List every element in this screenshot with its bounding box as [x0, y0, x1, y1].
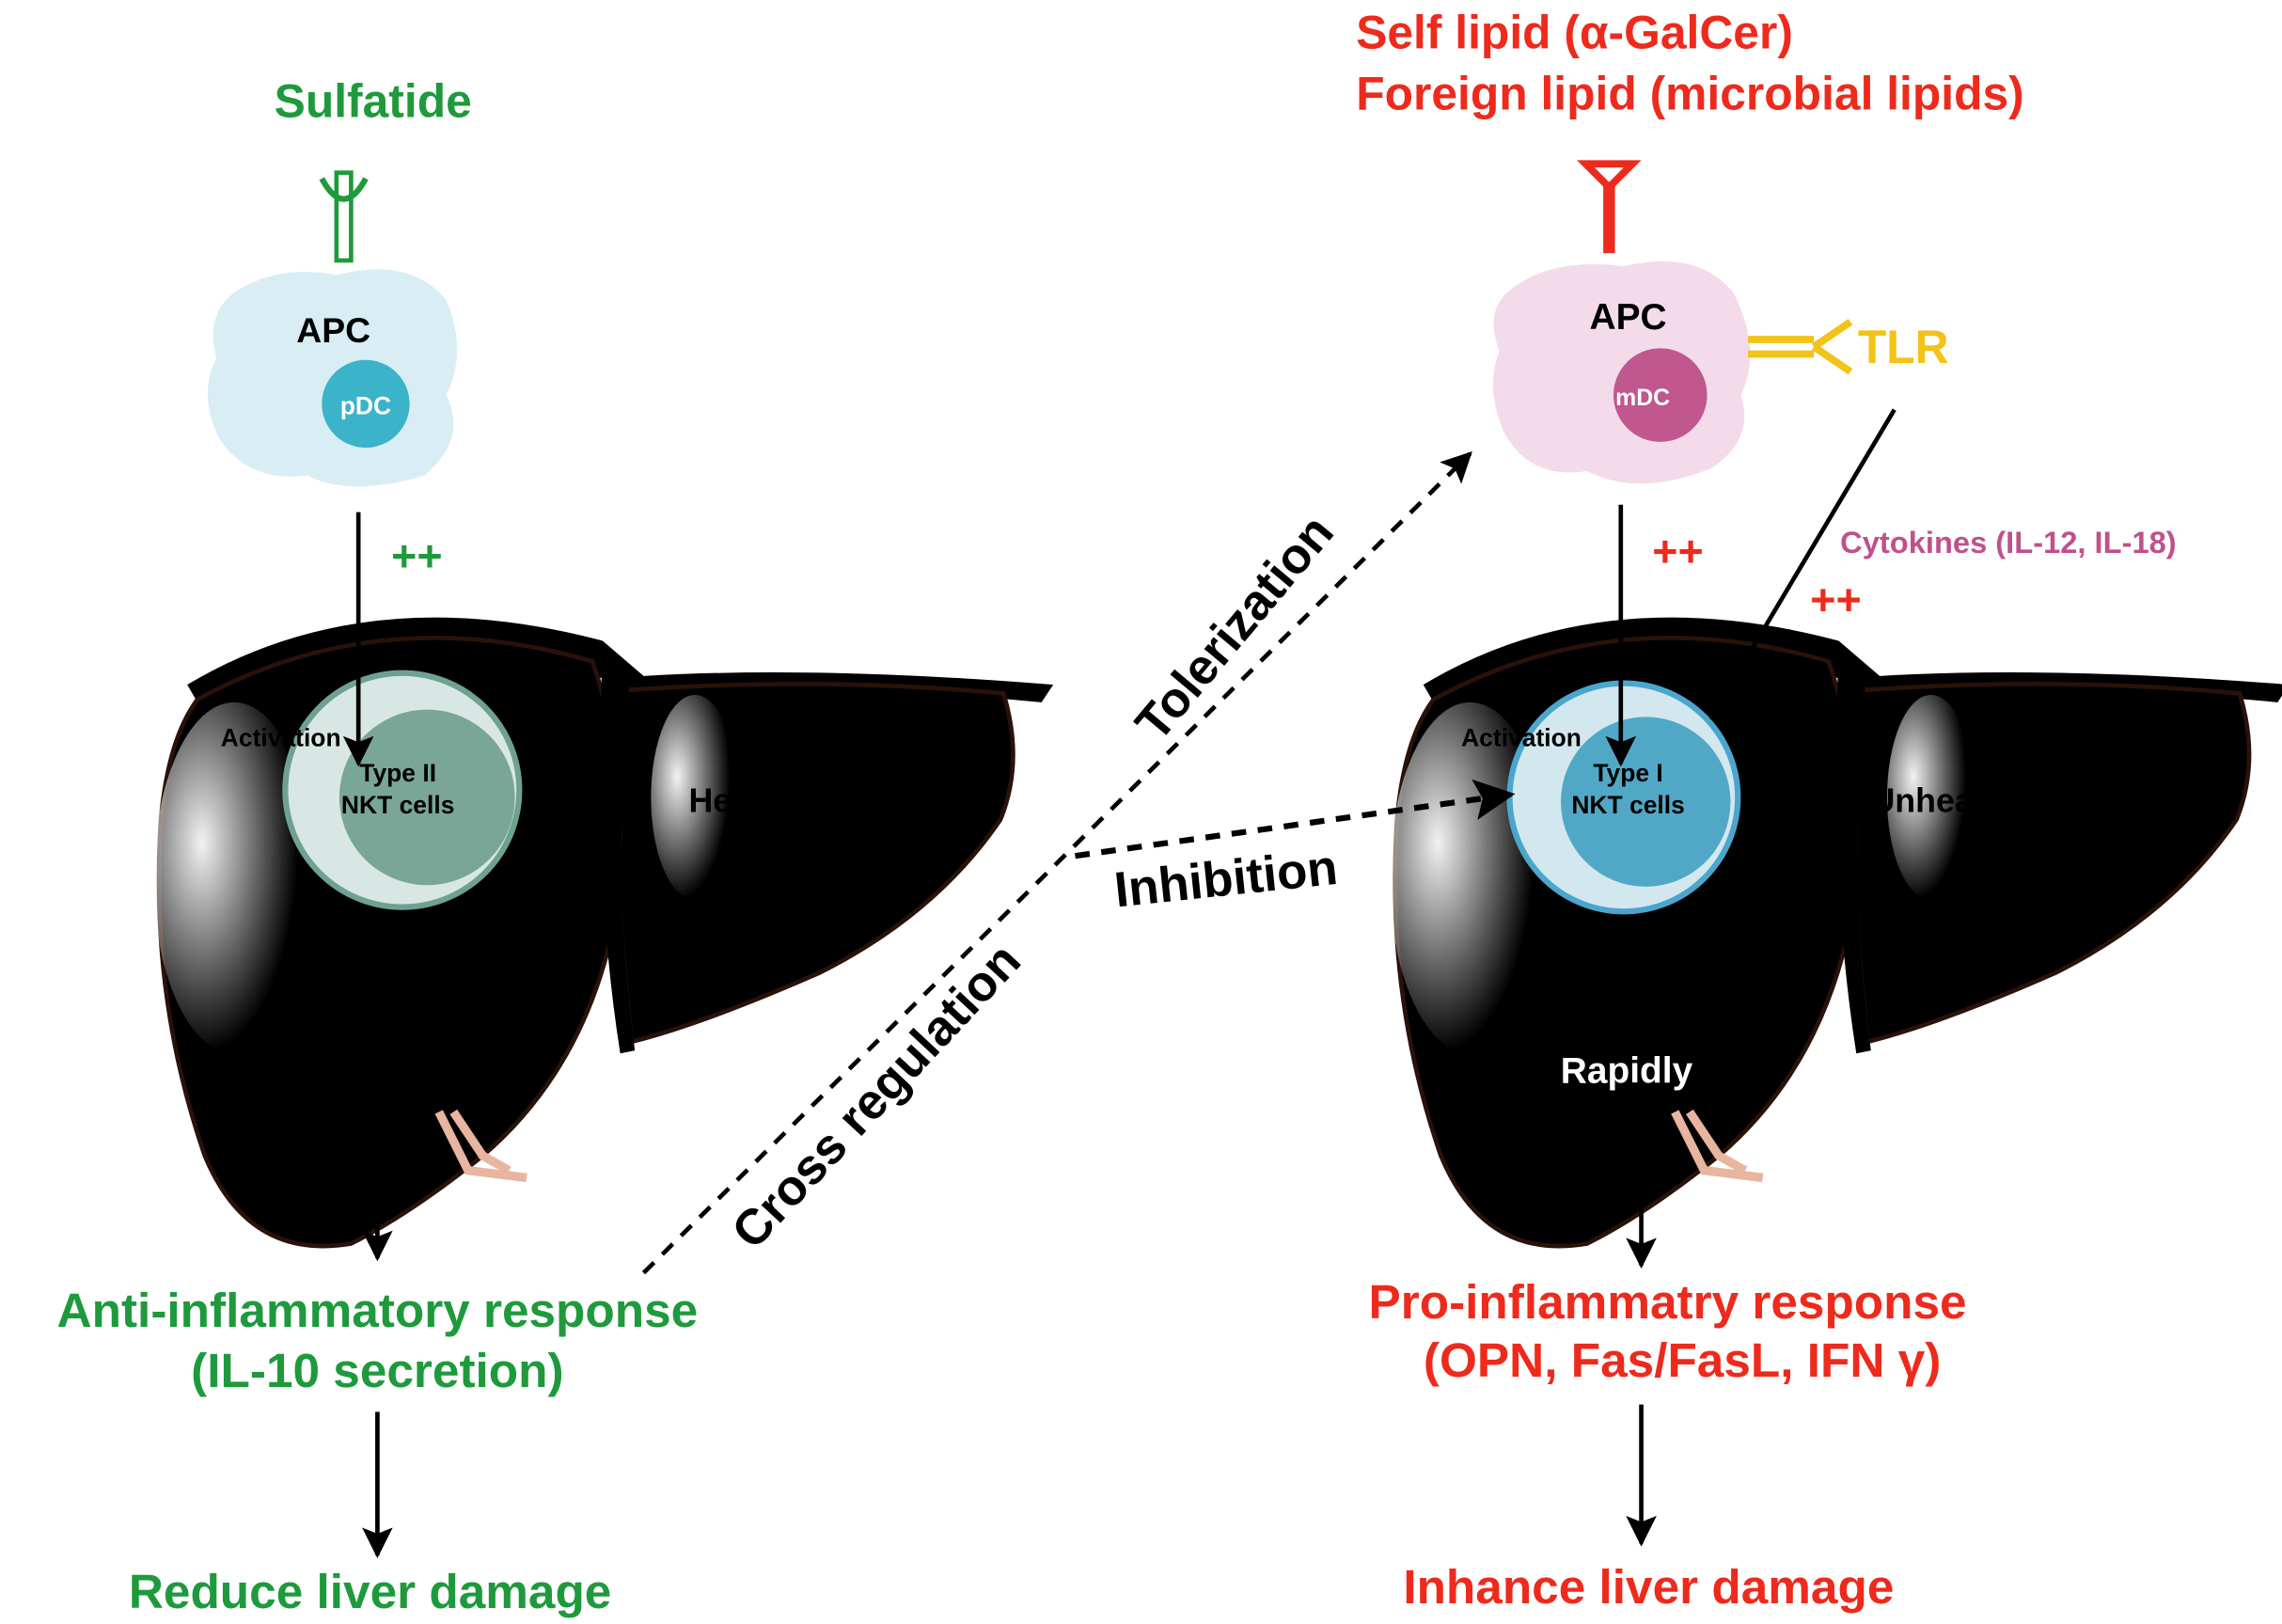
- healthy-liver-illustration: #lv-l .lobe{fill:#a84a35;} #lv-l .dark{f…: [153, 618, 1053, 1246]
- mdc-label: mDC: [1615, 385, 1670, 411]
- right-nkt-cells-label: NKT cells: [1571, 791, 1684, 819]
- left-apc-cell: [207, 170, 458, 487]
- right-apc-label: APC: [1590, 297, 1667, 338]
- pdc-nucleus: [322, 359, 410, 449]
- lipid-receptor-icon: [1603, 182, 1615, 254]
- arrows: [342, 408, 1896, 1559]
- type-ii-label: Type II: [359, 759, 436, 787]
- sulfatide-label: Sulfatide: [275, 75, 472, 128]
- foreign-lipid-label: Foreign lipid (microbial lipids): [1356, 68, 2024, 120]
- tlr-label: TLR: [1858, 321, 1949, 373]
- reduce-liver-damage: Reduce liver damage: [129, 1565, 612, 1618]
- rapidly-label: Rapidly: [1561, 1050, 1693, 1091]
- sulfatide-receptor-icon: [334, 170, 354, 263]
- cytokines-label: Cytokines (IL-12, IL-18): [1840, 525, 2176, 560]
- il10-secretion: (IL-10 secretion): [191, 1344, 563, 1397]
- healthy-liver-label: Healthy Liver: [688, 782, 900, 820]
- type-ii-nkt-cell: [282, 670, 523, 910]
- type-i-label: Type I: [1593, 759, 1662, 787]
- unhealthy-liver-illustration: [1390, 618, 2282, 1246]
- unhealthy-liver-label: Unhealthy Liver: [1870, 782, 2122, 820]
- tolerization-label: Tolerization: [1125, 505, 1344, 751]
- tlr-receptor-icon: [1748, 319, 1853, 375]
- pdc-label: pDC: [340, 391, 391, 419]
- left-apc-label: APC: [296, 310, 370, 350]
- enhance-liver-damage: Inhance liver damage: [1403, 1560, 1894, 1614]
- self-lipid-label: Self lipid (α-GalCer): [1356, 6, 1793, 58]
- right-plus-plus-apc: ++: [1652, 527, 1703, 575]
- mdc-nucleus: [1613, 348, 1708, 442]
- anti-inflammatory-response: Anti-inflammatory response: [57, 1284, 699, 1337]
- left-nkt-cells-label: NKT cells: [341, 791, 454, 819]
- right-plus-plus-cytokines: ++: [1810, 575, 1861, 623]
- right-apc-cell: [1492, 160, 1853, 484]
- pro-inflammatory-mediators: (OPN, Fas/FasL, IFN γ): [1424, 1333, 1941, 1387]
- left-plus-plus: ++: [391, 531, 443, 580]
- type-i-nkt-cell: [1506, 680, 1741, 915]
- left-activation-label: Activation: [221, 723, 341, 751]
- tlr-cytokine-arrow: [1709, 408, 1896, 720]
- inhibition-label: Inhibition: [1111, 840, 1340, 919]
- pro-inflammatory-response: Pro-inflammatry response: [1369, 1275, 1967, 1329]
- right-activation-label: Activation: [1461, 723, 1582, 751]
- inhibition-dashed-arrow: [1075, 779, 1516, 859]
- tolerization-dashed-arrow: [641, 451, 1472, 1275]
